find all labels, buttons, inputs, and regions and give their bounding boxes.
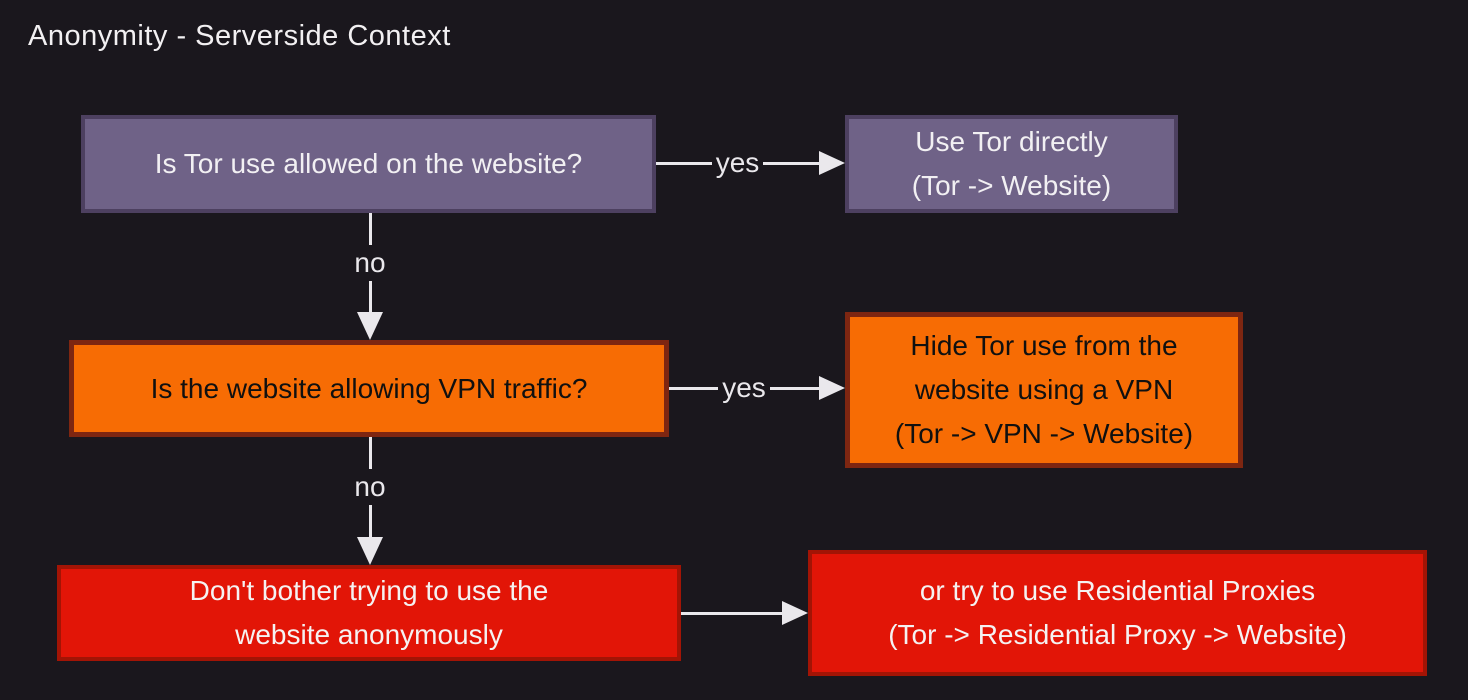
node-text-line: (Tor -> Website) — [911, 170, 1112, 201]
node-text-line: Hide Tor use from the — [910, 330, 1178, 361]
node-text-line: Is Tor use allowed on the website? — [154, 148, 583, 179]
edge-label-no: no — [354, 246, 386, 278]
arrow-line — [669, 386, 719, 390]
node-text-line: Don't bother trying to use the — [189, 575, 549, 606]
arrowhead-right-icon — [819, 151, 846, 175]
arrow-line — [769, 386, 820, 390]
node-use-tor-directly: Use Tor directly (Tor -> Website) — [845, 115, 1178, 213]
arrowhead-down-icon — [357, 537, 383, 565]
node-text-line: (Tor -> Residential Proxy -> Website) — [888, 619, 1347, 650]
node-residential-proxies: or try to use Residential Proxies (Tor -… — [808, 550, 1427, 676]
edge-no-to-dont-bother: no — [340, 437, 400, 565]
node-text-line: (Tor -> VPN -> Website) — [894, 418, 1194, 449]
arrow-line — [681, 611, 782, 615]
edge-label-yes: yes — [722, 372, 766, 403]
node-text-line: or try to use Residential Proxies — [919, 575, 1316, 606]
arrow-line — [656, 161, 712, 165]
node-hide-tor-with-vpn: Hide Tor use from the website using a VP… — [845, 312, 1243, 468]
edge-yes-to-use-tor: yes — [656, 146, 846, 180]
node-dont-bother: Don't bother trying to use the website a… — [57, 565, 681, 661]
node-is-tor-allowed: Is Tor use allowed on the website? — [81, 115, 656, 213]
edge-label-yes: yes — [715, 147, 760, 178]
node-text-line: Use Tor directly — [915, 126, 1108, 157]
edge-to-residential-proxies — [681, 596, 808, 630]
node-text-line: website using a VPN — [914, 374, 1174, 405]
node-text-line: Is the website allowing VPN traffic? — [150, 372, 588, 404]
diagram-title: Anonymity - Serverside Context — [28, 20, 451, 52]
arrow-line — [763, 161, 820, 165]
arrow-line — [368, 437, 372, 469]
arrow-line — [368, 213, 372, 245]
node-is-vpn-allowed: Is the website allowing VPN traffic? — [69, 340, 669, 437]
arrowhead-down-icon — [357, 312, 383, 340]
arrowhead-right-icon — [819, 376, 846, 400]
arrowhead-right-icon — [782, 601, 808, 625]
node-text-line: website anonymously — [235, 619, 503, 650]
arrow-line — [368, 505, 372, 537]
edge-label-no: no — [354, 471, 386, 502]
edge-no-to-vpn-question: no — [340, 213, 400, 340]
edge-yes-to-hide-tor: yes — [669, 371, 846, 405]
arrow-line — [368, 280, 372, 312]
